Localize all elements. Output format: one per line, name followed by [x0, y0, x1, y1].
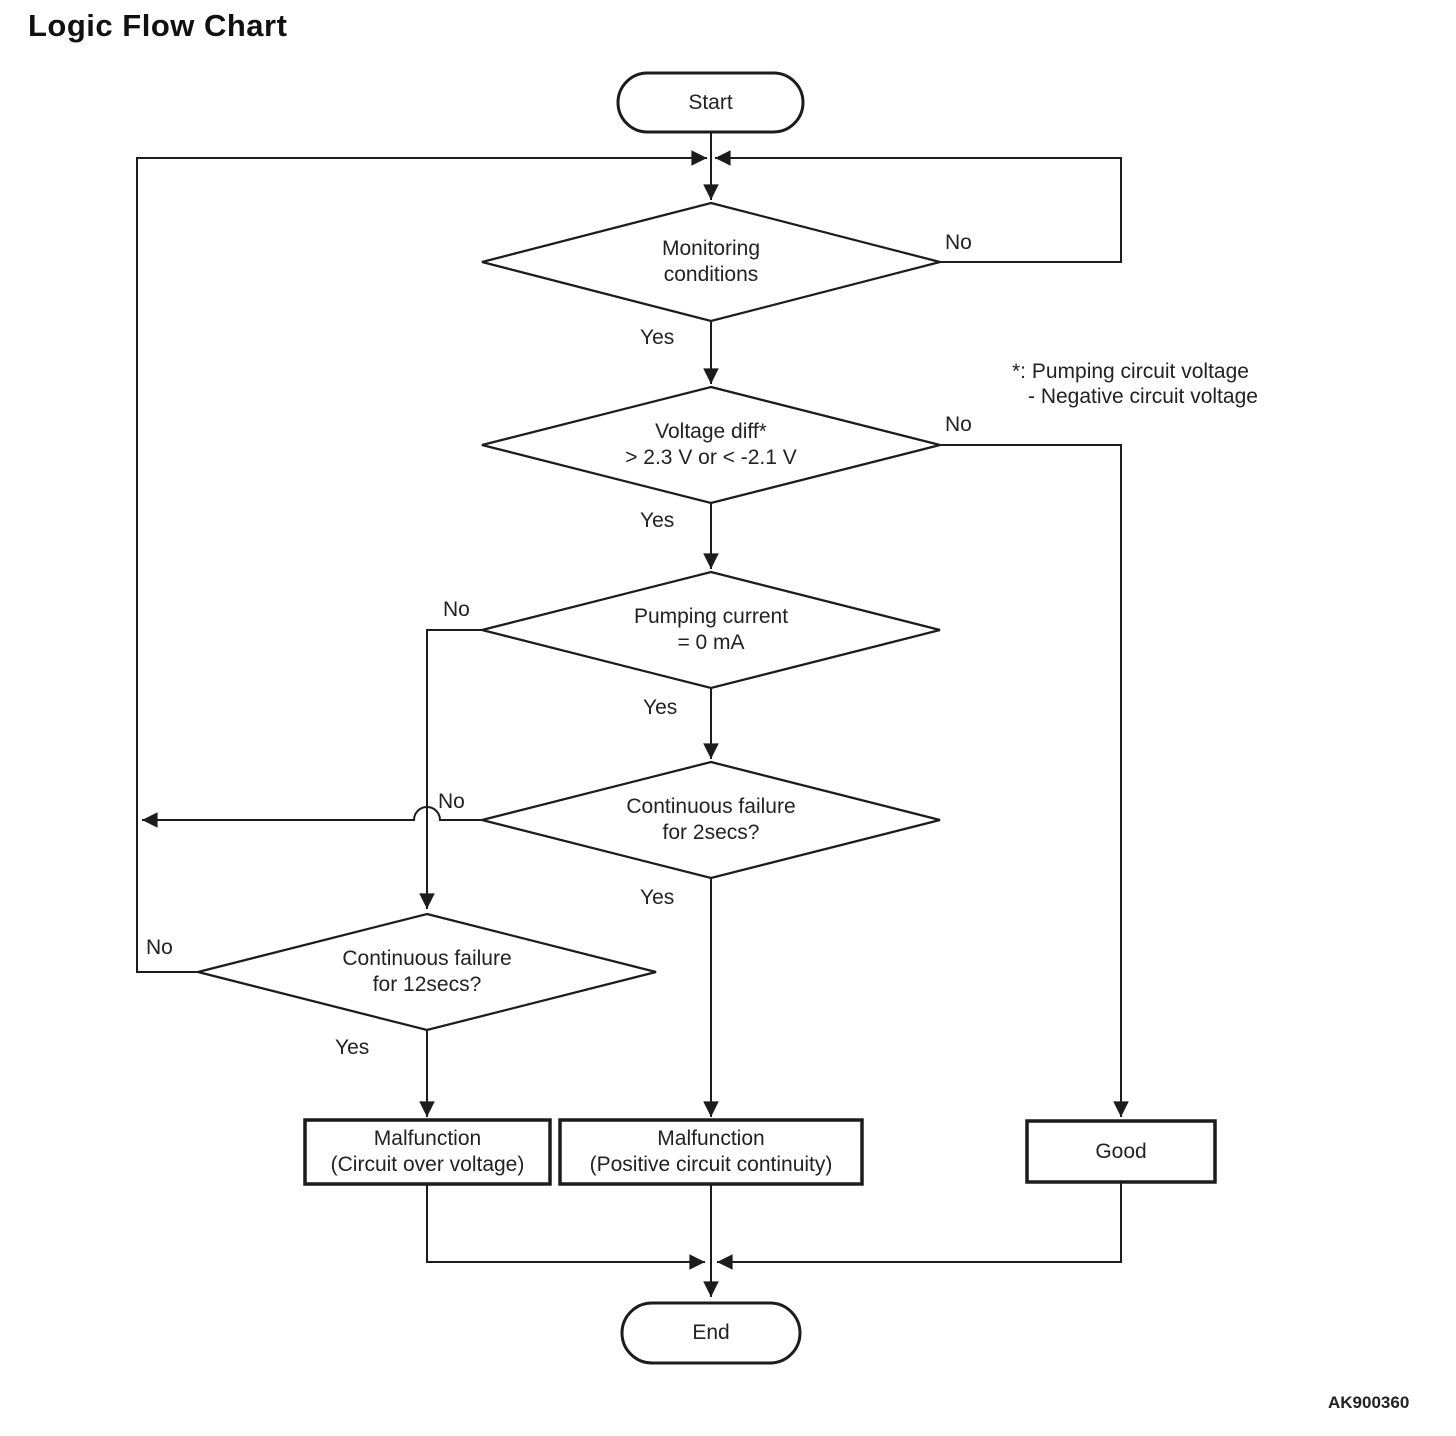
figure-code: AK900360: [1328, 1393, 1410, 1412]
label-failure-12secs-yes: Yes: [335, 1036, 370, 1059]
label-voltage-diff-no: No: [945, 413, 972, 436]
monitoring-conditions-label: Monitoring conditions: [661, 237, 761, 286]
label-voltage-diff-yes: Yes: [640, 509, 675, 532]
good-label: Good: [1095, 1139, 1147, 1163]
page-title: Logic Flow Chart: [28, 8, 288, 43]
process-malfunction-positive-circuit-continuity: [558, 1118, 864, 1186]
label-failure-12secs-no: No: [146, 936, 173, 959]
decision-continuous-failure-12secs: [197, 912, 657, 1032]
continuous-failure-12secs-label: Continuous failure for 12secs?: [342, 947, 512, 996]
continuous-failure-2secs-label: Continuous failure for 2secs?: [626, 795, 796, 844]
decision-monitoring-conditions: [481, 201, 941, 323]
label-monitoring-yes: Yes: [640, 326, 675, 349]
label-monitoring-no: No: [945, 231, 972, 254]
process-good: [1025, 1119, 1217, 1184]
pumping-current-label: Pumping current = 0 mA: [633, 605, 789, 654]
edge-pumping-current-no: [419, 629, 482, 909]
malfunction-positive-circuit-continuity-label: Malfunction (Positive circuit continuity…: [589, 1127, 833, 1176]
edge-monitoring-no-loop: [715, 150, 1122, 263]
edge-failure-2secs-no-loop: [142, 806, 482, 828]
edge-good-to-merge: [717, 1182, 1122, 1270]
label-failure-2secs-no: No: [438, 790, 465, 813]
process-malfunction-circuit-over-voltage: [303, 1118, 552, 1186]
label-failure-2secs-yes: Yes: [640, 886, 675, 909]
label-pumping-current-yes: Yes: [643, 696, 678, 719]
end-label: End: [692, 1321, 730, 1344]
malfunction-circuit-over-voltage-label: Malfunction (Circuit over voltage): [330, 1127, 525, 1176]
voltage-diff-footnote: *: Pumping circuit voltage - Negative ci…: [1012, 360, 1258, 408]
decision-pumping-current: [481, 570, 941, 690]
start-label: Start: [688, 90, 733, 114]
decision-voltage-diff: [481, 385, 941, 505]
edge-malfunction1-to-merge: [426, 1184, 705, 1270]
start-terminal: [616, 71, 805, 134]
edge-voltage-diff-no-to-good: [940, 444, 1129, 1117]
voltage-diff-label: Voltage diff* > 2.3 V or < -2.1 V: [625, 420, 797, 469]
label-pumping-current-no: No: [443, 598, 470, 621]
decision-continuous-failure-2secs: [481, 760, 941, 880]
edge-failure-12secs-no-loop: [136, 150, 707, 973]
end-terminal: [620, 1301, 802, 1365]
